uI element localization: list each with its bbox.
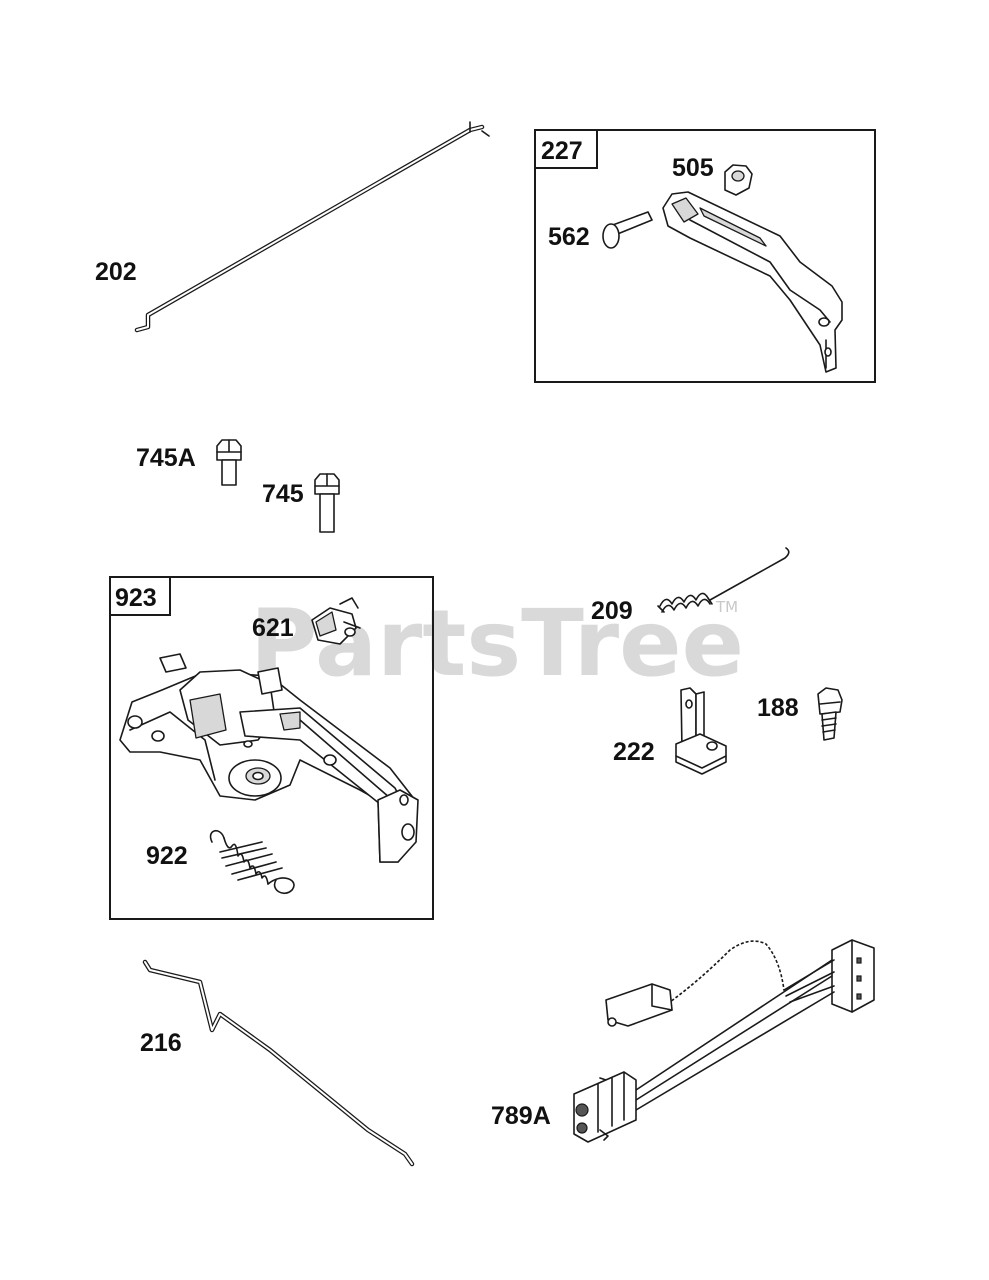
- callout-745[interactable]: 745: [262, 480, 304, 508]
- kit-box-923: [109, 576, 434, 920]
- kit-box-227: [534, 129, 876, 383]
- callout-922[interactable]: 922: [146, 842, 188, 870]
- callout-923[interactable]: 923: [115, 584, 157, 612]
- part-188-bolt[interactable]: [817, 687, 843, 741]
- part-209-spring[interactable]: [657, 547, 790, 613]
- callout-202[interactable]: 202: [95, 258, 137, 286]
- callout-209[interactable]: 209: [591, 597, 633, 625]
- part-562-pin[interactable]: [602, 211, 653, 249]
- callout-562[interactable]: 562: [548, 223, 590, 251]
- part-745-bolt[interactable]: [314, 473, 340, 533]
- kit-box-923-tab: [109, 576, 171, 616]
- callout-505[interactable]: 505: [672, 154, 714, 182]
- part-227-lever[interactable]: [662, 191, 843, 373]
- callout-227[interactable]: 227: [541, 137, 583, 165]
- callout-222[interactable]: 222: [613, 738, 655, 766]
- part-922-spring[interactable]: [209, 830, 295, 895]
- part-789A-harness[interactable]: [573, 937, 875, 1143]
- kit-box-227-tab: [534, 129, 598, 169]
- part-216-rod[interactable]: [142, 959, 415, 1167]
- part-621-clip[interactable]: [311, 597, 361, 645]
- callout-745A[interactable]: 745A: [136, 444, 196, 472]
- part-745A-bolt[interactable]: [216, 439, 242, 486]
- callout-188[interactable]: 188: [757, 694, 799, 722]
- part-222-bracket[interactable]: [675, 687, 727, 775]
- part-923-control-bracket[interactable]: [119, 653, 419, 863]
- part-505-nut[interactable]: [724, 164, 753, 196]
- callout-789A[interactable]: 789A: [491, 1102, 551, 1130]
- callout-621[interactable]: 621: [252, 614, 294, 642]
- callout-216[interactable]: 216: [140, 1029, 182, 1057]
- part-202-rod[interactable]: [134, 121, 490, 333]
- watermark-trademark: TM: [715, 598, 738, 616]
